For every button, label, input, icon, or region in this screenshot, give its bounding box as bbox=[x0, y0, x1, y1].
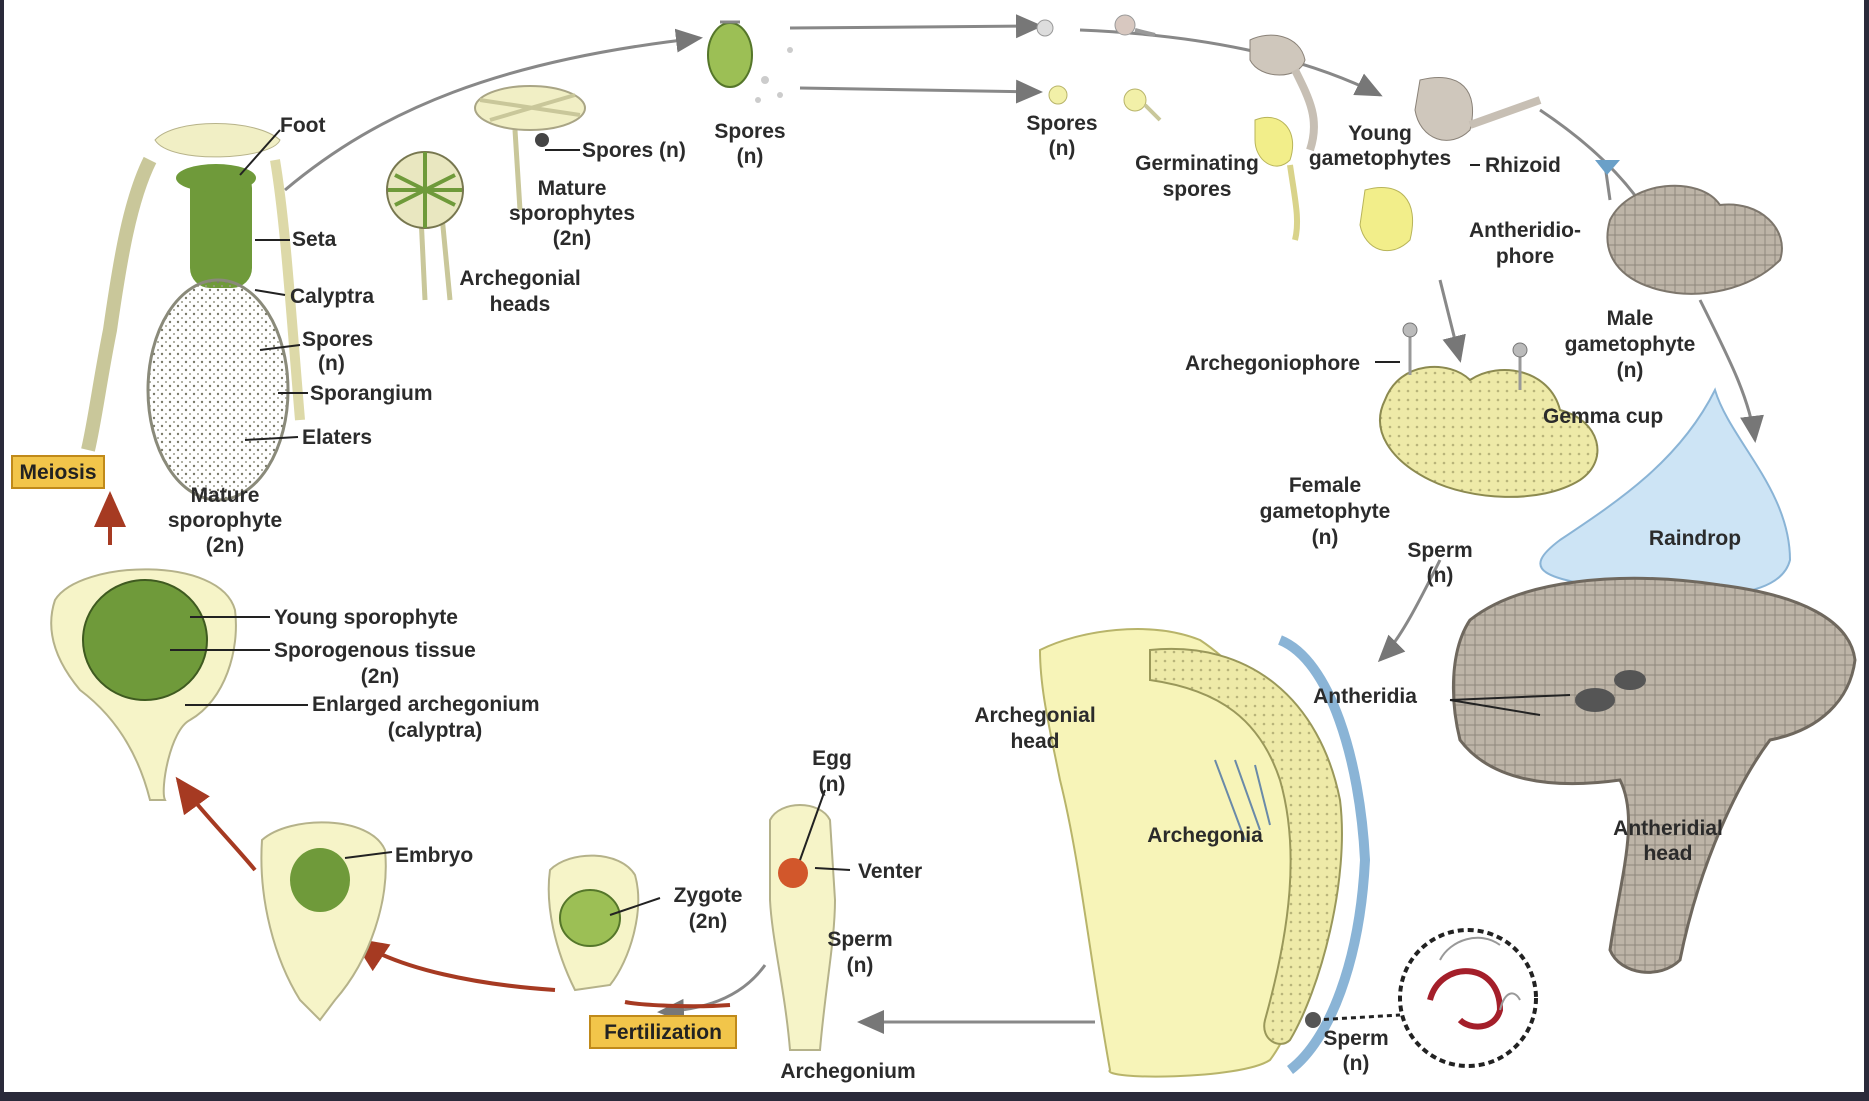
label-spores-right: Spores bbox=[1026, 112, 1097, 135]
spore-icon bbox=[761, 76, 769, 84]
label-archegonial-heads: Archegonial bbox=[459, 267, 580, 290]
label-young-sporophyte: Young sporophyte bbox=[274, 606, 458, 629]
label-archegonium: Archegonium bbox=[780, 1060, 915, 1083]
arrow-spores-top bbox=[790, 26, 1040, 28]
label-sperm-mid: Sperm bbox=[1407, 539, 1472, 562]
label-male-gametophyte-2: gametophyte bbox=[1565, 333, 1696, 356]
label-mature-sporophytes: Mature bbox=[538, 177, 607, 200]
label-seta: Seta bbox=[292, 228, 337, 251]
label-zygote: Zygote bbox=[674, 884, 743, 907]
label-2n3: (2n) bbox=[689, 910, 728, 933]
label-n3: (n) bbox=[1049, 137, 1076, 160]
label-foot: Foot bbox=[280, 114, 325, 137]
label-archegonial-heads-2: heads bbox=[490, 293, 551, 316]
label-calyptra: Calyptra bbox=[290, 285, 374, 308]
label-antheridial-head: Antheridial bbox=[1613, 817, 1723, 840]
label-antheridiophore-2: phore bbox=[1496, 245, 1554, 268]
label-n5: (n) bbox=[1312, 526, 1339, 549]
label-mature-sporophyte: Mature bbox=[191, 484, 260, 507]
label-n7: (n) bbox=[1343, 1052, 1370, 1075]
label-archegoniophore: Archegoniophore bbox=[1185, 352, 1360, 375]
label-n4: (n) bbox=[1617, 359, 1644, 382]
label-mature-sporophyte-2: sporophyte bbox=[168, 509, 282, 532]
label-sporangium: Sporangium bbox=[310, 382, 433, 405]
label-antheridial-head-2: head bbox=[1643, 842, 1692, 865]
label-2n1: (2n) bbox=[206, 534, 245, 557]
label-female-gametophyte: Female bbox=[1289, 474, 1361, 497]
label-germinating: Germinating bbox=[1135, 152, 1259, 175]
label-embryo: Embryo bbox=[395, 844, 473, 867]
label-spores-n-top: Spores (n) bbox=[582, 139, 686, 162]
label-2n4: (2n) bbox=[361, 665, 400, 688]
meiosis-label: Meiosis bbox=[19, 461, 96, 484]
label-n6: (n) bbox=[1427, 564, 1454, 587]
label-2n2: (2n) bbox=[553, 227, 592, 250]
embryo-icon bbox=[290, 848, 350, 912]
label-calyptra-paren: (calyptra) bbox=[388, 719, 483, 742]
egg-icon bbox=[778, 858, 808, 888]
label-young-gametophytes: Young bbox=[1348, 122, 1412, 145]
label-archegonia: Archegonia bbox=[1147, 824, 1263, 847]
label-male-gametophyte: Male bbox=[1607, 307, 1654, 330]
label-archegonial-head-2: head bbox=[1010, 730, 1059, 753]
label-germinating-2: spores bbox=[1163, 178, 1232, 201]
label-venter: Venter bbox=[858, 860, 922, 883]
label-antheridia: Antheridia bbox=[1313, 685, 1417, 708]
label-elaters: Elaters bbox=[302, 426, 372, 449]
label-egg: Egg bbox=[812, 747, 852, 770]
label-enlarged-archegonium: Enlarged archegonium bbox=[312, 693, 540, 716]
label-rhizoid: Rhizoid bbox=[1485, 154, 1561, 177]
label-antheridiophore: Antheridio- bbox=[1469, 219, 1581, 242]
label-sporogenous-tissue: Sporogenous tissue bbox=[274, 639, 476, 662]
label-spores-mature: Spores bbox=[302, 328, 373, 351]
label-gemma-cup: Gemma cup bbox=[1543, 405, 1663, 428]
fertilization-label: Fertilization bbox=[604, 1021, 722, 1044]
label-sperm-arch: Sperm bbox=[827, 928, 892, 951]
label-raindrop: Raindrop bbox=[1649, 527, 1741, 550]
label-n2: (n) bbox=[737, 145, 764, 168]
label-young-gametophytes-2: gametophytes bbox=[1309, 147, 1451, 170]
label-female-gametophyte-2: gametophyte bbox=[1260, 500, 1391, 523]
label-spores-capsule: Spores bbox=[714, 120, 785, 143]
label-mature-sporophytes-2: sporophytes bbox=[509, 202, 635, 225]
label-archegonial-head: Archegonial bbox=[974, 704, 1095, 727]
label-sperm-bottom: Sperm bbox=[1323, 1027, 1388, 1050]
label-n8: (n) bbox=[819, 773, 846, 796]
label-n9: (n) bbox=[847, 954, 874, 977]
label-n1: (n) bbox=[318, 352, 345, 375]
